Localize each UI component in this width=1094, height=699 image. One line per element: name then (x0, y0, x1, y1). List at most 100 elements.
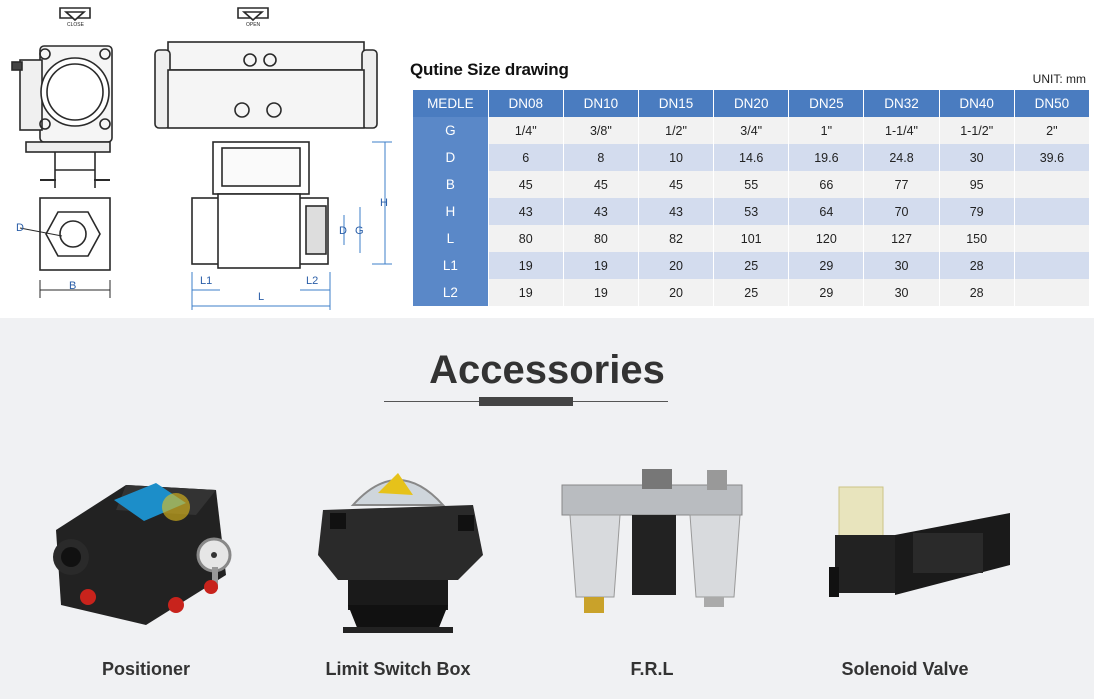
table-cell: 150 (939, 225, 1015, 252)
dim-h: H (380, 197, 388, 209)
row-label: B (413, 171, 489, 198)
table-cell: 30 (863, 279, 940, 306)
table-cell: 25 (713, 252, 790, 279)
table-cell (1014, 279, 1091, 306)
accessories-title: Accessories (429, 348, 665, 392)
table-cell: 19.6 (788, 144, 865, 171)
table-cell: 19 (563, 252, 639, 279)
accessory-label-frl: F.R.L (630, 659, 674, 679)
table-cell: 14.6 (713, 144, 790, 171)
table-cell: 20 (638, 279, 715, 306)
table-cell: 1/4" (488, 117, 564, 144)
table-cell: 120 (788, 225, 865, 252)
table-cell (1014, 198, 1091, 225)
table-header-model: MEDLE (413, 90, 489, 117)
table-header-dn50: DN50 (1014, 90, 1091, 117)
table-cell: 95 (939, 171, 1015, 198)
table-cell: 20 (638, 252, 715, 279)
table-cell: 45 (563, 171, 639, 198)
table-cell: 53 (713, 198, 790, 225)
table-cell: 45 (488, 171, 564, 198)
row-label: L (413, 225, 489, 252)
table-cell: 10 (638, 144, 715, 171)
size-drawing-section: D B H D G L1 L2 L CLOSE OPEN Qutine Size… (0, 0, 1094, 318)
table-cell: 3/4" (713, 117, 790, 144)
table-header-dn40: DN40 (939, 90, 1015, 117)
dim-d-right: D (339, 225, 347, 237)
table-cell: 66 (788, 171, 865, 198)
accessory-frl[interactable]: F.R.L (542, 455, 762, 695)
table-cell: 29 (788, 279, 865, 306)
table-cell: 2" (1014, 117, 1091, 144)
table-cell: 1-1/4" (863, 117, 940, 144)
row-label: L1 (413, 252, 489, 279)
table-cell: 39.6 (1014, 144, 1091, 171)
row-label: D (413, 144, 489, 171)
table-cell: 29 (788, 252, 865, 279)
solenoid-valve-image (829, 486, 1010, 597)
accessory-label-limit-switch-box: Limit Switch Box (325, 659, 471, 679)
table-cell: 19 (488, 252, 564, 279)
limit-switch-box-image (318, 473, 483, 633)
accessory-solenoid-valve[interactable]: Solenoid Valve (795, 455, 1015, 695)
table-cell: 1/2" (638, 117, 715, 144)
table-cell: 1-1/2" (939, 117, 1015, 144)
table-cell: 77 (863, 171, 940, 198)
table-cell (1014, 252, 1091, 279)
table-cell: 70 (863, 198, 940, 225)
table-header-dn15: DN15 (638, 90, 715, 117)
table-cell: 101 (713, 225, 790, 252)
table-cell: 30 (939, 144, 1015, 171)
table-cell: 43 (488, 198, 564, 225)
dim-l2: L2 (306, 275, 318, 287)
table-cell: 80 (488, 225, 564, 252)
dim-l1: L1 (200, 275, 212, 287)
table-cell: 127 (863, 225, 940, 252)
table-cell: 8 (563, 144, 639, 171)
table-cell: 6 (488, 144, 564, 171)
table-cell: 28 (939, 279, 1015, 306)
table-title: Qutine Size drawing (410, 60, 569, 79)
row-label: H (413, 198, 489, 225)
table-header-dn08: DN08 (488, 90, 564, 117)
row-label: L2 (413, 279, 489, 306)
unit-label: UNIT: mm (1032, 72, 1086, 86)
table-cell: 25 (713, 279, 790, 306)
dim-l: L (258, 291, 264, 303)
table-cell: 79 (939, 198, 1015, 225)
table-cell: 24.8 (863, 144, 940, 171)
valve-technical-drawing: D B H D G L1 L2 L CLOSE OPEN (11, 7, 392, 310)
table-cell (1014, 225, 1091, 252)
dim-d-left: D (16, 222, 24, 234)
table-cell: 43 (638, 198, 715, 225)
title-divider-bar (479, 397, 573, 406)
accessory-positioner[interactable]: Positioner (36, 455, 256, 695)
accessory-label-solenoid-valve: Solenoid Valve (841, 659, 969, 679)
close-label: CLOSE (67, 22, 85, 28)
table-cell: 45 (638, 171, 715, 198)
table-cell: 19 (563, 279, 639, 306)
dim-b: B (69, 280, 76, 292)
table-cell: 43 (563, 198, 639, 225)
dim-g: G (355, 225, 364, 237)
table-cell: 3/8" (563, 117, 639, 144)
accessory-limit-switch-box[interactable]: Limit Switch Box (288, 455, 508, 695)
frl-image (561, 469, 743, 613)
table-header-dn25: DN25 (788, 90, 865, 117)
table-cell: 28 (939, 252, 1015, 279)
table-cell: 64 (788, 198, 865, 225)
table-cell: 80 (563, 225, 639, 252)
table-cell: 30 (863, 252, 940, 279)
table-header-dn10: DN10 (563, 90, 639, 117)
table-cell: 1" (788, 117, 865, 144)
table-header-dn20: DN20 (713, 90, 790, 117)
